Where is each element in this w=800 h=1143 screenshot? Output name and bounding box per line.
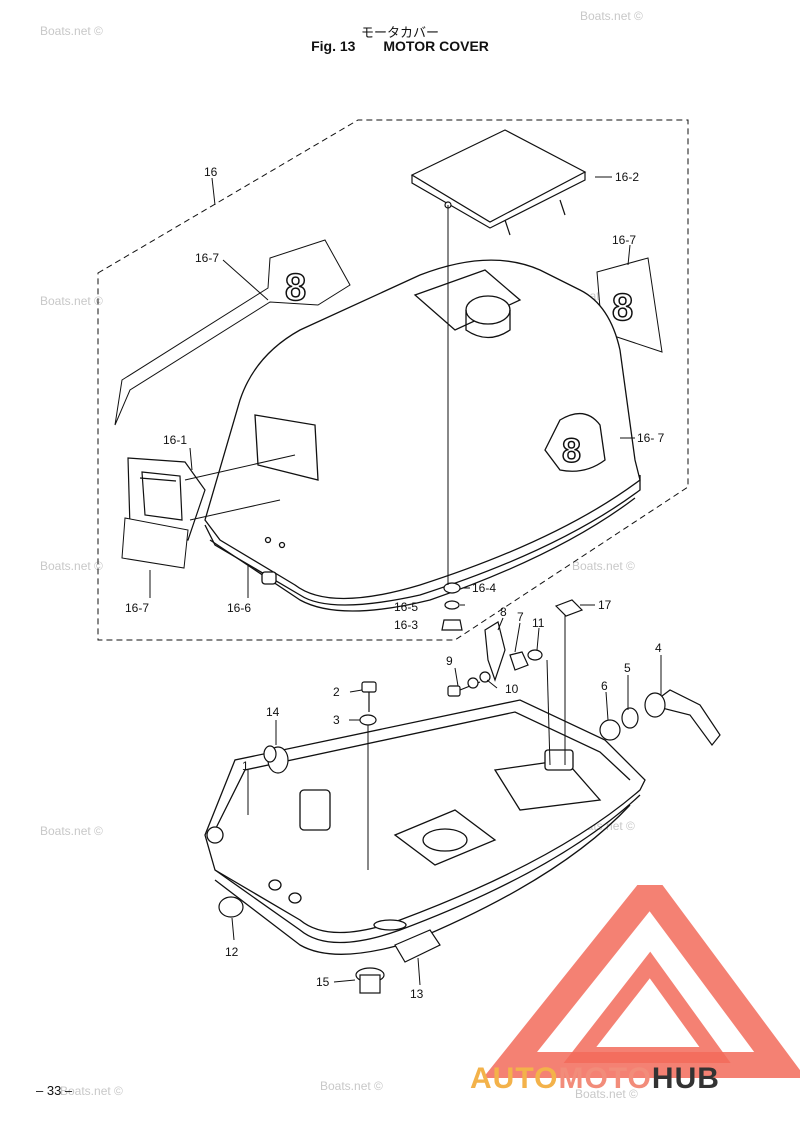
callout-16: 16	[204, 165, 218, 179]
callout-11: 11	[532, 616, 545, 630]
callout-8: 8	[500, 605, 507, 619]
watermark: Boats.net ©	[40, 824, 103, 838]
watermark: Boats.net ©	[60, 1084, 123, 1098]
logo-wordmark: AUTOMOTOHUB	[470, 1062, 720, 1096]
callout-2: 2	[333, 685, 340, 699]
lower-parts	[218, 599, 721, 994]
callout-12: 12	[225, 945, 239, 959]
watermark: Boats.net ©	[40, 559, 103, 573]
watermark: Boats.net ©	[575, 1087, 638, 1101]
top-lid	[410, 129, 587, 236]
callout-9: 9	[446, 654, 453, 668]
logo-part-auto: AUTO	[470, 1062, 559, 1095]
decal-number: 8	[562, 432, 581, 470]
watermark: Boats.net ©	[572, 559, 635, 573]
callout-16-1: 16-1	[163, 433, 187, 447]
page-number: – 33 –	[36, 1083, 73, 1098]
callout-16-5: 16-5	[394, 600, 418, 614]
watermark: Boats.net ©	[40, 294, 103, 308]
callout-16-7-right: 16-7	[612, 233, 636, 247]
callout-1: 1	[242, 759, 249, 773]
callout-17: 17	[598, 598, 612, 612]
callout-3: 3	[333, 713, 340, 727]
lower-motor-cover	[204, 699, 646, 955]
figure-number: Fig. 13	[311, 38, 356, 54]
callout-16-3: 16-3	[394, 618, 418, 632]
callout-13: 13	[410, 987, 424, 1001]
watermark: Boats.net ©	[40, 24, 103, 38]
callout-5: 5	[624, 661, 631, 675]
watermark: Boats.net ©	[580, 9, 643, 23]
callout-10: 10	[505, 682, 519, 696]
callout-16-7-cover: 16- 7	[637, 431, 665, 445]
title-japanese: モータカバー	[360, 26, 439, 41]
logo-part-moto: MOTO	[558, 1062, 652, 1095]
decal-number: 8	[285, 267, 306, 309]
watermark: Boats.net ©	[320, 1079, 383, 1093]
air-grille	[127, 457, 206, 541]
callout-4: 4	[655, 641, 662, 655]
callout-6: 6	[601, 679, 608, 693]
callout-7: 7	[517, 610, 524, 624]
assembly-boundary	[97, 119, 689, 641]
callout-14: 14	[266, 705, 280, 719]
decal-number: 8	[612, 287, 633, 329]
automotohub-logo-icon	[482, 885, 800, 1078]
figure-title: Fig. 13 MOTOR COVER	[0, 38, 800, 54]
leader-lines-lower	[231, 604, 662, 986]
callout-16-2: 16-2	[615, 170, 639, 184]
callout-16-7-plate: 16-7	[125, 601, 149, 615]
callout-16-4: 16-4	[472, 581, 496, 595]
callout-16-7-left: 16-7	[195, 251, 219, 265]
leader-lines-upper	[149, 176, 635, 606]
figure-name: MOTOR COVER	[383, 38, 489, 54]
callout-16-6: 16-6	[227, 601, 251, 615]
upper-motor-cover: 8	[204, 259, 641, 612]
label-plate	[121, 517, 189, 569]
callout-15: 15	[316, 975, 330, 989]
logo-part-hub: HUB	[651, 1062, 720, 1095]
cover-fasteners	[441, 582, 463, 631]
decal-left: 8	[114, 239, 351, 426]
callout-labels: 16 16-7 16-7 16-2 16-1 16- 7 16-7 16-6 1…	[125, 165, 665, 1001]
